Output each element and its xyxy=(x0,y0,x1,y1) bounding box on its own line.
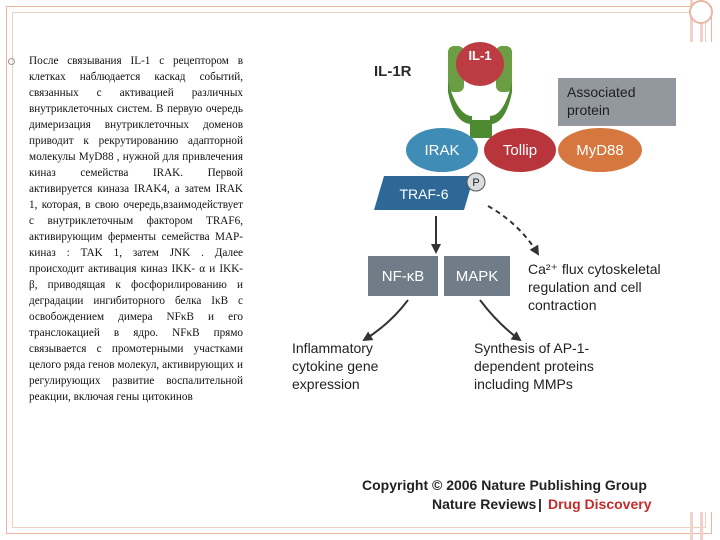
tollip-label: Tollip xyxy=(503,142,537,159)
irak-label: IRAK xyxy=(424,142,459,159)
nfkb-label: NF-κB xyxy=(382,268,425,285)
arrow-to-ca-flux xyxy=(487,205,540,256)
nfkb-node xyxy=(368,256,438,296)
phosphate-icon xyxy=(466,172,486,192)
journal-section: Drug Discovery xyxy=(548,496,652,512)
phosphate-label: P xyxy=(472,177,479,189)
decorative-ring xyxy=(689,0,713,24)
journal-separator: | xyxy=(538,496,542,512)
receptor-label: IL-1R xyxy=(374,63,412,80)
copyright-text: Copyright © 2006 Nature Publishing Group xyxy=(362,477,647,493)
traf6-label: TRAF-6 xyxy=(400,186,449,202)
irak-node xyxy=(406,128,478,172)
associated-protein-line2: protein xyxy=(567,102,610,118)
mapk-label: MAPK xyxy=(456,268,499,285)
tollip-node xyxy=(484,128,556,172)
arrow-to-inflammatory xyxy=(362,299,409,342)
associated-protein-line1: Associated xyxy=(567,84,635,100)
synthesis-text: Synthesis of AP-1- dependent proteins in… xyxy=(474,340,598,392)
myd88-label: MyD88 xyxy=(576,142,624,159)
slide-body-text: После связывания IL-1 с рецептором в кле… xyxy=(29,55,243,403)
arrow-to-synthesis xyxy=(479,299,522,342)
inflammatory-text: Inflammatory cytokine gene expression xyxy=(292,340,382,392)
ca-flux-text: Ca²⁺ flux cytoskeletal regulation and ce… xyxy=(528,261,665,313)
associated-protein-box xyxy=(558,78,676,126)
journal-name: Nature Reviews xyxy=(432,496,536,512)
diagram-svg: IL-1R IL-1 Associated protein IRAK Tolli… xyxy=(292,42,676,512)
mapk-node xyxy=(444,256,510,296)
bullet-icon xyxy=(8,58,15,65)
il1-ligand xyxy=(456,42,504,86)
ligand-label: IL-1 xyxy=(468,48,491,63)
signaling-diagram: IL-1R IL-1 Associated protein IRAK Tolli… xyxy=(258,42,716,512)
traf6-node xyxy=(374,176,474,210)
myd88-node xyxy=(558,128,642,172)
